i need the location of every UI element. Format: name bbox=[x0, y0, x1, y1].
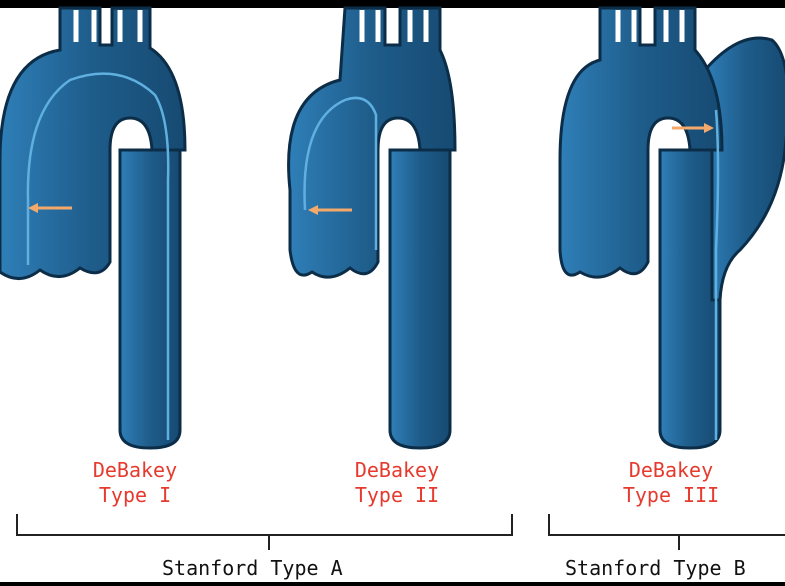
debakey-type-iii-label: DeBakey Type III bbox=[596, 458, 746, 508]
bracket-a-left-tick bbox=[16, 514, 18, 536]
aorta-type-ii-icon bbox=[289, 8, 455, 448]
bottom-border bbox=[0, 582, 785, 586]
bracket-b-left-tick bbox=[548, 514, 550, 536]
bracket-a-center-tick bbox=[268, 534, 270, 550]
classification-name: DeBakey bbox=[60, 458, 210, 483]
type-name: Type III bbox=[596, 483, 746, 508]
debakey-type-ii-label: DeBakey Type II bbox=[322, 458, 472, 508]
stanford-type-b-label: Stanford Type B bbox=[565, 556, 746, 580]
classification-name: DeBakey bbox=[596, 458, 746, 483]
type-name: Type II bbox=[322, 483, 472, 508]
bracket-a-right-tick bbox=[511, 514, 513, 536]
classification-name: DeBakey bbox=[322, 458, 472, 483]
stanford-type-a-label: Stanford Type A bbox=[162, 556, 343, 580]
bracket-a-bar bbox=[16, 534, 513, 536]
bracket-b-center-tick bbox=[678, 534, 680, 550]
type-name: Type I bbox=[60, 483, 210, 508]
bracket-b-bar bbox=[548, 534, 785, 536]
aorta-type-iii-icon bbox=[560, 8, 785, 448]
debakey-type-i-label: DeBakey Type I bbox=[60, 458, 210, 508]
aorta-type-i-icon bbox=[0, 8, 185, 448]
